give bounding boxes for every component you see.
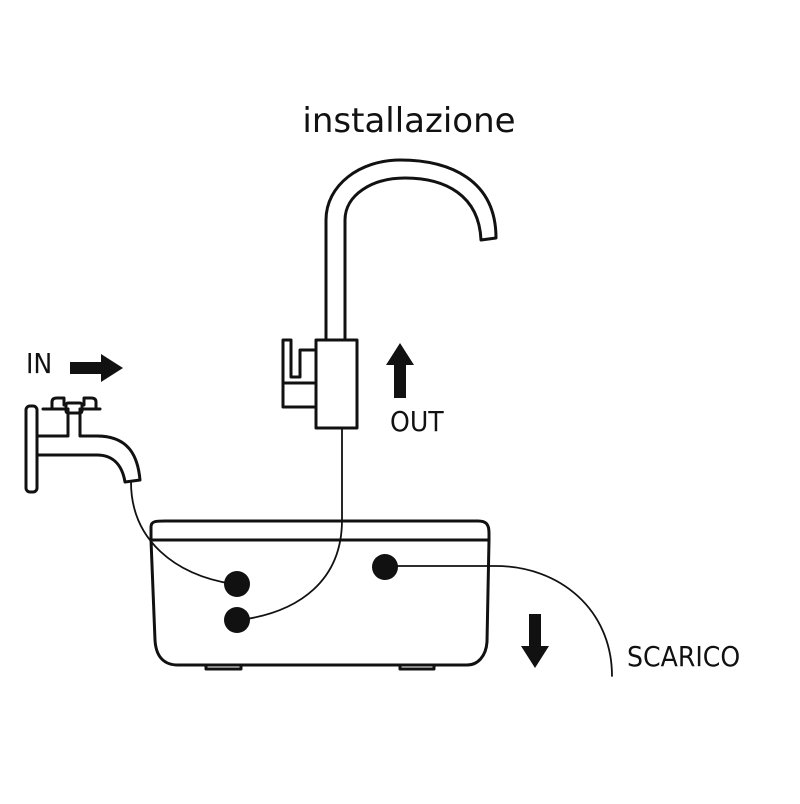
arrow-right-icon <box>70 354 123 382</box>
filter-unit-icon <box>149 519 491 671</box>
drain-port <box>372 554 398 580</box>
drain-label: SCARICO <box>627 640 741 673</box>
connection-ports <box>224 554 398 633</box>
outlet-port <box>224 607 250 633</box>
arrow-down-icon <box>521 614 549 668</box>
inlet-label: IN <box>26 347 53 380</box>
kitchen-faucet-icon <box>281 158 498 430</box>
wall-tap-icon <box>24 396 142 494</box>
diagram-title: installazione <box>302 101 516 141</box>
inlet-port <box>224 571 250 597</box>
arrow-up-icon <box>386 343 414 398</box>
outlet-label: OUT <box>390 405 444 438</box>
tubing <box>130 427 613 677</box>
